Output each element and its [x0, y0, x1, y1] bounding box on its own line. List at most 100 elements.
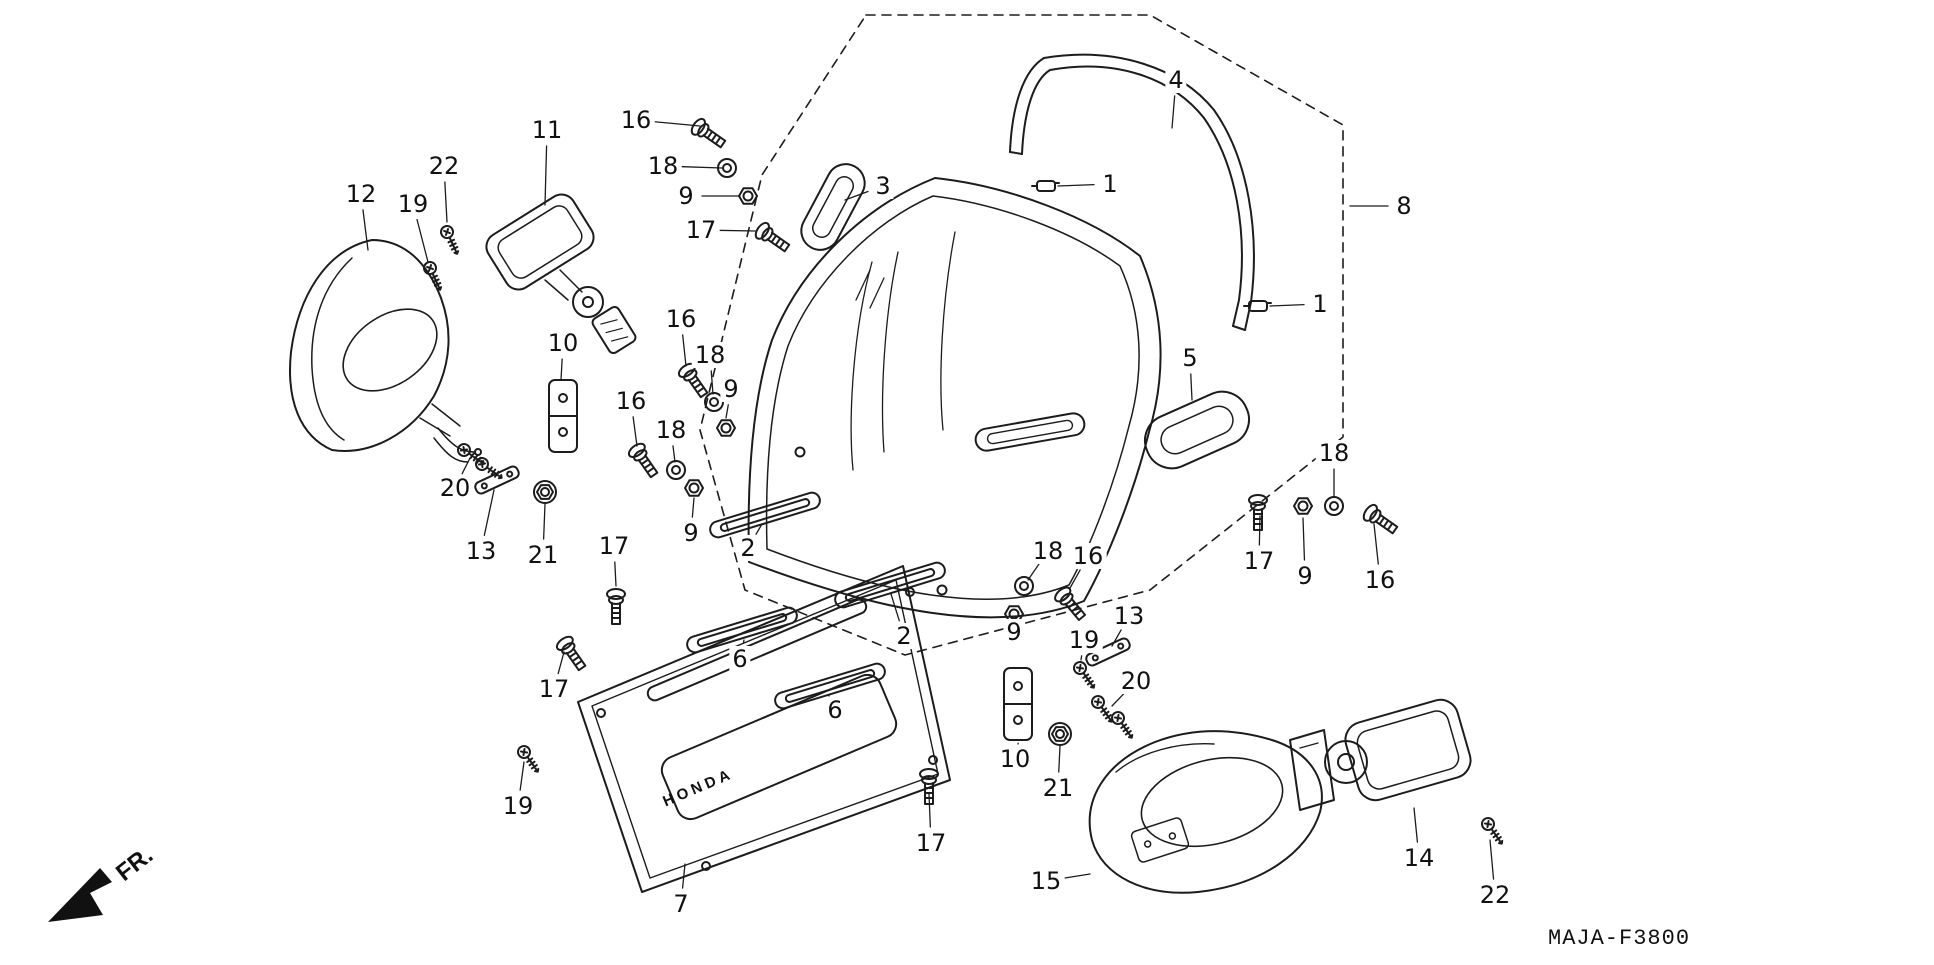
bolt-17 [752, 219, 794, 257]
callout-20: 20 [1117, 668, 1155, 694]
callout-12: 12 [342, 181, 380, 207]
callout-18: 18 [644, 153, 682, 179]
leader-line-16 [632, 416, 638, 447]
nut-9 [716, 419, 736, 437]
leader-line-19 [1080, 655, 1083, 661]
callout-17: 17 [1240, 548, 1278, 574]
callout-8: 8 [1393, 193, 1415, 219]
leader-line-17 [1258, 515, 1261, 546]
bolt-16 [1360, 501, 1402, 539]
callout-16: 16 [1069, 543, 1107, 569]
leader-line-22 [1489, 839, 1495, 880]
garnish-5-drawing [1144, 390, 1250, 470]
fastener-glyphs [421, 115, 1508, 849]
screw-20 [1108, 708, 1138, 743]
garnish-strip-2a [707, 489, 823, 541]
bolt-16 [1051, 583, 1090, 625]
leader-line-17 [716, 229, 756, 232]
callout-2: 2 [737, 535, 759, 561]
nut-9 [738, 187, 758, 205]
callout-19: 19 [499, 793, 537, 819]
clip-1-lower [1243, 300, 1272, 312]
callout-5: 5 [1179, 345, 1201, 371]
callout-17: 17 [535, 676, 573, 702]
callout-18: 18 [691, 342, 729, 368]
diagram-code: MAJA-F3800 [1548, 926, 1691, 951]
callout-21: 21 [1039, 775, 1077, 801]
leader-line-16 [651, 120, 701, 127]
clip-1-upper [1031, 180, 1060, 192]
right-mirror-bracket-drawing [1289, 698, 1472, 811]
bolt-17 [606, 588, 626, 625]
leader-line-6 [742, 639, 745, 644]
leader-line-5 [1190, 373, 1193, 401]
mount-plate-10-left [548, 379, 578, 453]
leader-line-13 [1111, 629, 1122, 647]
garnish-3-drawing [800, 163, 866, 251]
leader-line-4 [1171, 95, 1176, 129]
callout-6: 6 [729, 646, 751, 672]
callout-19: 19 [1065, 627, 1103, 653]
washer-18 [1014, 576, 1034, 596]
callout-10: 10 [996, 746, 1034, 772]
leader-line-2 [890, 593, 900, 622]
leader-line-16 [682, 334, 687, 367]
screw-19 [421, 259, 447, 294]
callout-leader-lines [362, 95, 1495, 889]
washer-18 [1324, 496, 1344, 516]
leader-line-16 [1373, 523, 1379, 565]
callout-17: 17 [682, 217, 720, 243]
callout-14: 14 [1400, 845, 1438, 871]
callout-17: 17 [595, 533, 633, 559]
callout-13: 13 [1110, 603, 1148, 629]
callout-3: 3 [872, 173, 894, 199]
callout-22: 22 [1476, 882, 1514, 908]
leader-line-22 [444, 181, 448, 223]
leader-line-17 [614, 561, 617, 587]
leader-line-16 [1069, 569, 1081, 589]
callout-6: 6 [824, 697, 846, 723]
nut-21 [533, 480, 557, 504]
callout-9: 9 [720, 376, 742, 402]
callout-13: 13 [462, 538, 500, 564]
mirror-wire-harness [433, 427, 475, 463]
screw-22 [438, 223, 464, 258]
bolt-16 [688, 115, 730, 153]
leader-line-15 [1061, 873, 1091, 880]
callout-9: 9 [680, 520, 702, 546]
leader-line-2 [755, 523, 763, 535]
leader-line-12 [362, 209, 369, 251]
leader-line-1 [1269, 303, 1305, 307]
callout-11: 11 [528, 117, 566, 143]
leader-line-10 [560, 358, 563, 381]
leader-line-19 [416, 218, 429, 263]
callout-7: 7 [670, 891, 692, 917]
callout-9: 9 [1294, 563, 1316, 589]
left-mirror-housing-drawing [289, 239, 482, 463]
leader-line-18 [1027, 563, 1040, 581]
left-mirror-bracket-drawing [485, 193, 637, 355]
callout-4: 4 [1165, 67, 1187, 93]
leader-line-9 [1302, 517, 1306, 561]
callout-18: 18 [1029, 538, 1067, 564]
callout-15: 15 [1027, 868, 1065, 894]
bolt-16 [625, 440, 663, 482]
leader-line-18 [710, 370, 714, 395]
screw-22 [1478, 814, 1508, 849]
screw-19 [514, 742, 544, 777]
leader-line-21 [1058, 745, 1061, 773]
fr-label: FR. [111, 842, 158, 887]
callout-19: 19 [394, 191, 432, 217]
leader-line-19 [519, 761, 525, 791]
trim-molding-drawing [1009, 53, 1255, 331]
callout-17: 17 [912, 830, 950, 856]
leader-line-9 [725, 404, 729, 419]
callout-9: 9 [1003, 619, 1025, 645]
callout-22: 22 [425, 153, 463, 179]
leader-line-13 [483, 489, 495, 537]
windscreen-vent-slot [974, 412, 1086, 452]
callout-1: 1 [1309, 291, 1331, 317]
callout-16: 16 [1361, 567, 1399, 593]
